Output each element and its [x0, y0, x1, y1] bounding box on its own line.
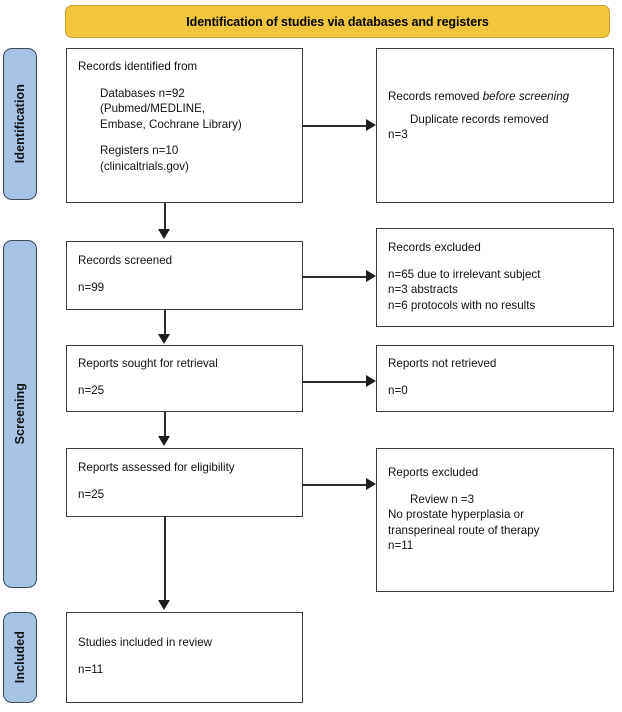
records-excluded-heading: Records excluded [388, 241, 481, 254]
records-removed-heading-text: Records removed [388, 90, 483, 103]
box-records-screened: Records screened n=99 [66, 241, 303, 310]
reports-excluded-reason-4: n=11 [388, 539, 414, 552]
records-screened-heading: Records screened [78, 254, 173, 267]
records-removed-heading-emphasis: before screening [482, 90, 570, 103]
records-excluded-reason-2: n=3 abstracts [388, 283, 458, 296]
reports-excluded-reason-3: transperineal route of therapy [388, 523, 540, 537]
studies-included-heading: Studies included in review [78, 636, 213, 649]
arrowhead-identified-to-screened [158, 229, 170, 239]
reports-assessed-count: n=25 [78, 487, 105, 501]
reports-assessed-heading: Reports assessed for eligibility [78, 461, 235, 474]
connector-identified-to-screened [164, 203, 166, 230]
connector-assessed-to-excluded [303, 484, 366, 486]
records-identified-databases-line3: Embase, Cochrane Library) [100, 117, 242, 131]
reports-not-retrieved-heading: Reports not retrieved [388, 357, 497, 370]
box-records-identified: Records identified from Databases n=92 (… [66, 48, 303, 203]
records-identified-databases-line1: Databases n=92 [100, 86, 185, 100]
reports-sought-count: n=25 [78, 383, 105, 397]
stage-tab-identification: Identification [3, 48, 37, 200]
connector-assessed-to-included [164, 517, 166, 601]
reports-excluded-reason-1: Review n =3 [410, 492, 475, 506]
box-records-removed: Records removed before screening Duplica… [376, 48, 614, 203]
box-reports-assessed: Reports assessed for eligibility n=25 [66, 448, 303, 517]
records-removed-detail-line2: n=3 [388, 128, 408, 141]
records-identified-registers-line2: (clinicaltrials.gov) [100, 159, 189, 173]
arrowhead-sought-to-assessed [158, 436, 170, 446]
records-removed-heading: Records removed before screening [388, 89, 602, 105]
records-excluded-reason-1: n=65 due to irrelevant subject [388, 267, 541, 281]
connector-screened-to-sought [164, 310, 166, 335]
box-studies-included: Studies included in review n=11 [66, 612, 303, 703]
connector-screened-to-excluded [303, 276, 366, 278]
reports-sought-heading: Reports sought for retrieval [78, 357, 218, 370]
stage-tab-included: Included [3, 612, 37, 703]
studies-included-count: n=11 [78, 662, 104, 676]
reports-excluded-heading: Reports excluded [388, 466, 479, 479]
connector-identified-to-removed [303, 125, 366, 127]
box-reports-excluded: Reports excluded Review n =3 No prostate… [376, 448, 614, 592]
diagram-title: Identification of studies via databases … [186, 14, 489, 29]
records-identified-registers-line1: Registers n=10 [100, 144, 179, 157]
arrowhead-identified-to-removed [366, 119, 376, 131]
stage-tab-screening-label: Screening [13, 383, 27, 445]
arrowhead-assessed-to-excluded [366, 478, 376, 490]
arrowhead-sought-to-not-retrieved [366, 375, 376, 387]
connector-sought-to-assessed [164, 412, 166, 437]
stage-tab-screening: Screening [3, 240, 37, 588]
reports-excluded-reason-2: No prostate hyperplasia or [388, 508, 524, 521]
diagram-header-banner: Identification of studies via databases … [65, 5, 610, 38]
arrowhead-screened-to-excluded [366, 270, 376, 282]
arrowhead-screened-to-sought [158, 334, 170, 344]
records-identified-databases-line2: (Pubmed/MEDLINE, [100, 102, 206, 115]
stage-tab-identification-label: Identification [13, 84, 27, 164]
connector-sought-to-not-retrieved [303, 381, 366, 383]
arrowhead-assessed-to-included [158, 600, 170, 610]
box-reports-not-retrieved: Reports not retrieved n=0 [376, 345, 614, 412]
stage-tab-included-label: Included [13, 631, 27, 684]
box-reports-sought: Reports sought for retrieval n=25 [66, 345, 303, 412]
records-removed-detail-line1: Duplicate records removed [410, 112, 549, 126]
box-records-excluded: Records excluded n=65 due to irrelevant … [376, 228, 614, 327]
records-excluded-reason-3: n=6 protocols with no results [388, 298, 536, 312]
reports-not-retrieved-count: n=0 [388, 383, 408, 397]
records-screened-count: n=99 [78, 280, 105, 294]
records-identified-heading: Records identified from [78, 60, 198, 73]
